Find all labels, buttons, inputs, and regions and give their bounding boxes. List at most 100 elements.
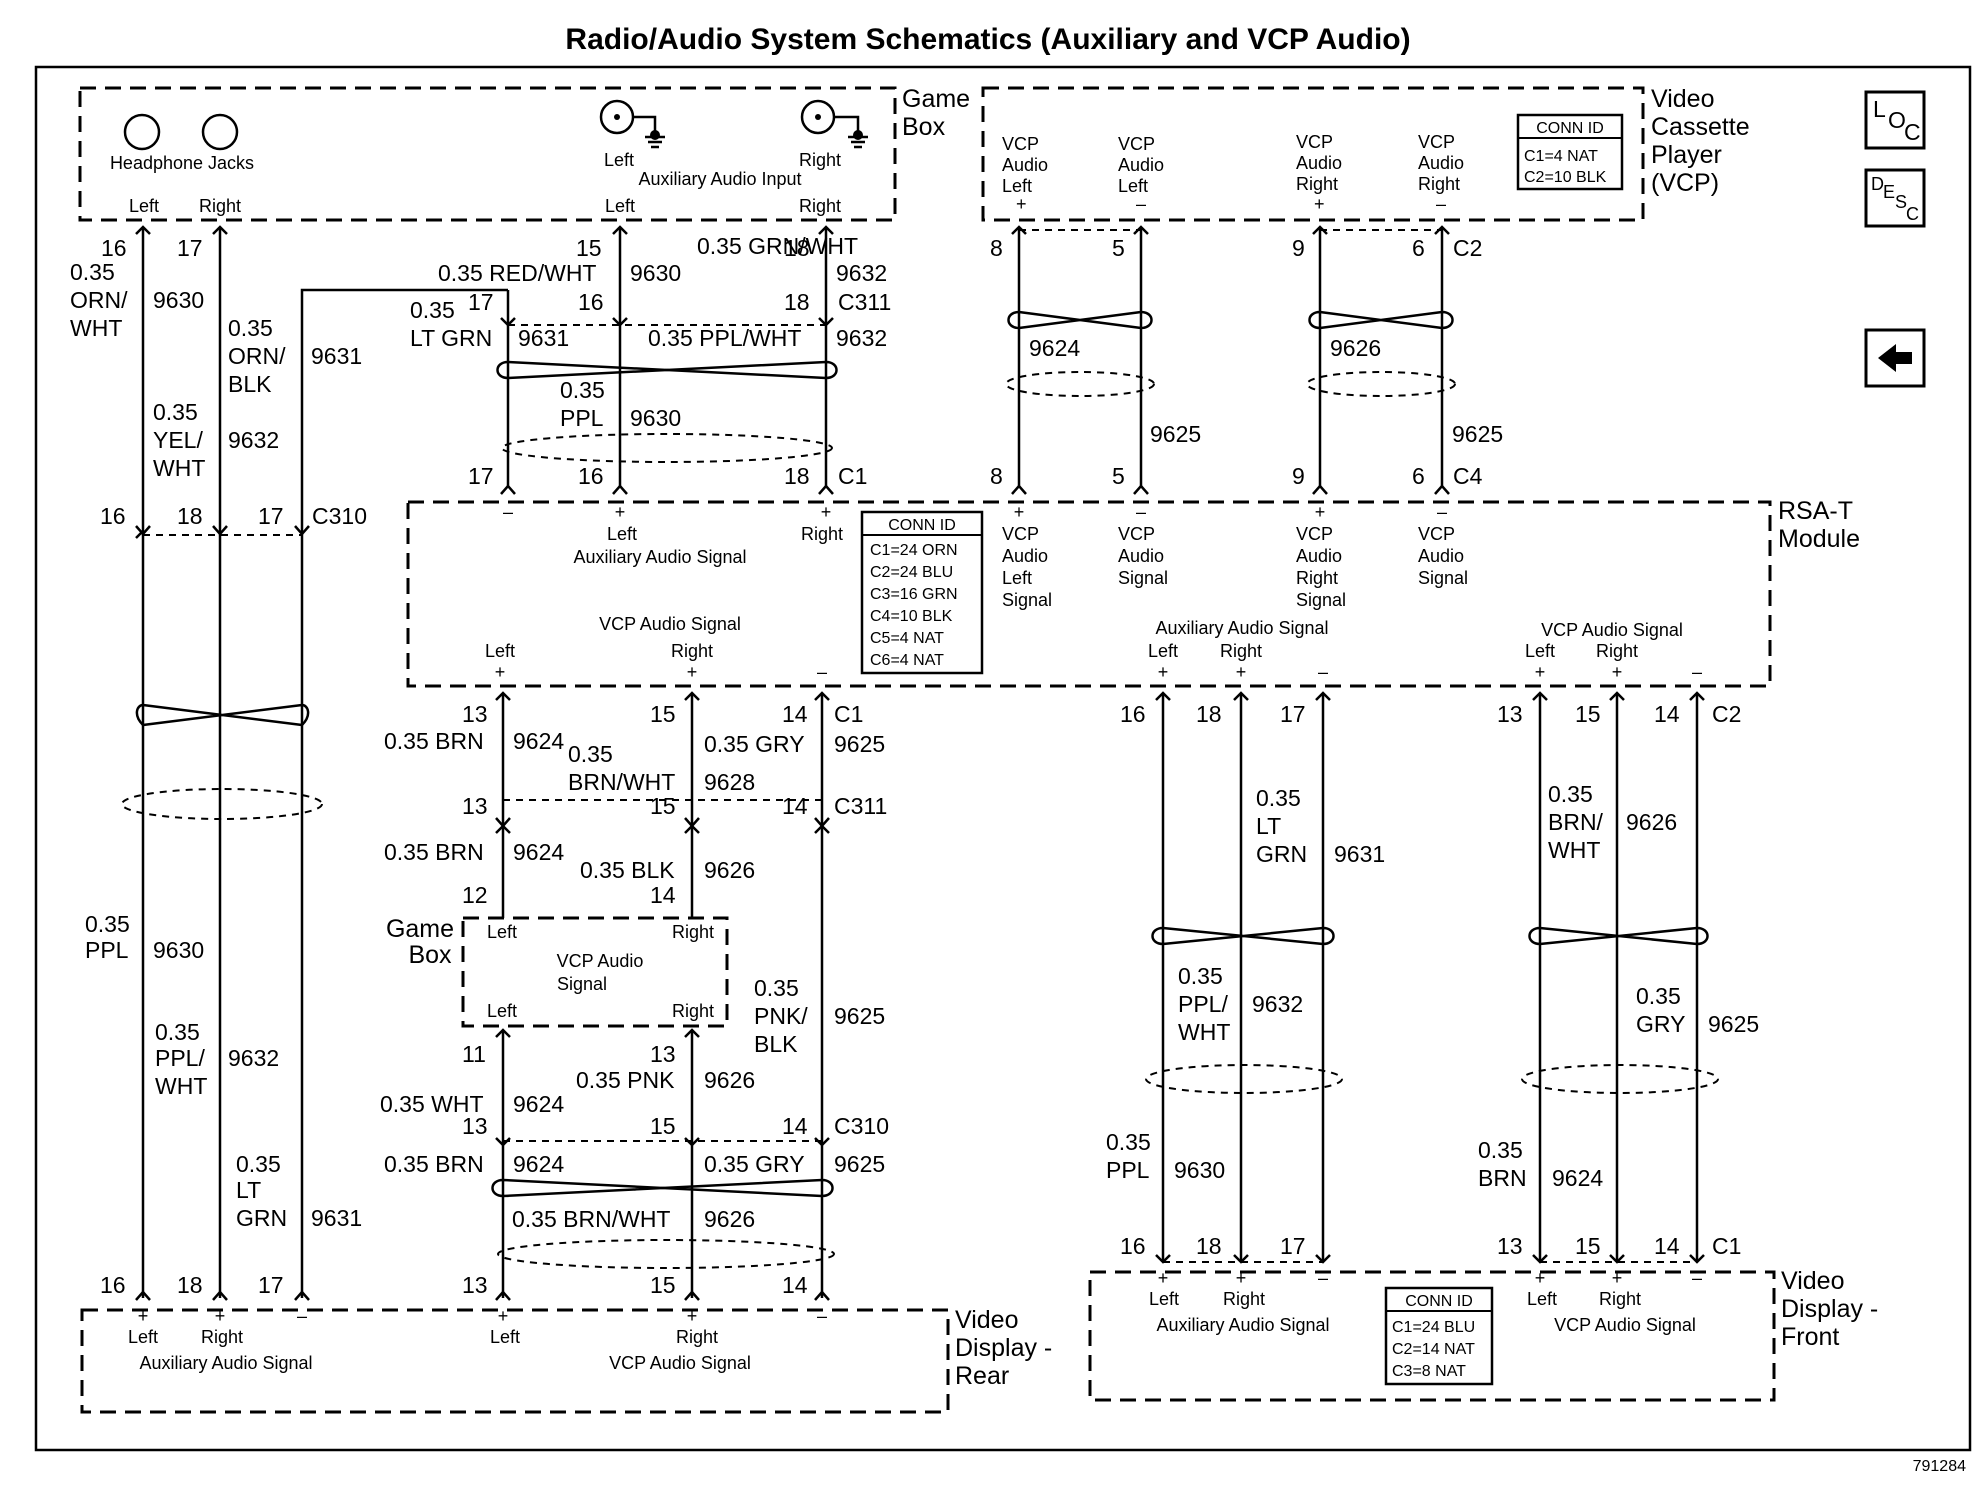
- svg-text:0.35: 0.35: [410, 297, 455, 323]
- svg-text:+: +: [1236, 1268, 1247, 1288]
- svg-text:13: 13: [650, 1041, 676, 1067]
- desc-button[interactable]: D E S C: [1864, 168, 1926, 228]
- svg-text:0.35 BRN: 0.35 BRN: [384, 1151, 484, 1177]
- svg-text:Right: Right: [1296, 174, 1338, 194]
- vcp-rsa-wires: [1005, 225, 1456, 495]
- svg-text:17: 17: [1280, 1233, 1306, 1259]
- svg-text:0.35: 0.35: [560, 377, 605, 403]
- svg-text:0.35: 0.35: [228, 315, 273, 341]
- aux-jack-right-icon: [800, 99, 868, 149]
- svg-text:Right: Right: [801, 524, 843, 544]
- svg-text:18: 18: [177, 503, 203, 529]
- svg-text:18: 18: [1196, 1233, 1222, 1259]
- svg-text:C1=4 NAT: C1=4 NAT: [1524, 148, 1598, 165]
- svg-text:WHT: WHT: [155, 1073, 207, 1099]
- rsa-conn-id: [860, 510, 984, 675]
- aux-input-wires: [496, 225, 838, 495]
- game-box-top: Headphone Jacks Left Right Auxiliary Aud…: [78, 85, 970, 222]
- svg-text:17: 17: [1280, 701, 1306, 727]
- svg-text:0.35 PPL/WHT: 0.35 PPL/WHT: [648, 325, 801, 351]
- wire-labels: 16 17 0.35 ORN/ WHT 9630 0.35 ORN/ BLK 9…: [70, 233, 1759, 1298]
- svg-text:VCP Audio Signal: VCP Audio Signal: [609, 1353, 751, 1373]
- svg-text:VCP Audio Signal: VCP Audio Signal: [1554, 1315, 1696, 1335]
- svg-text:16: 16: [578, 289, 604, 315]
- svg-text:VCP: VCP: [1118, 134, 1155, 154]
- svg-text:CONN ID: CONN ID: [888, 517, 956, 534]
- back-button[interactable]: [1864, 328, 1926, 388]
- svg-text:+: +: [1612, 662, 1623, 682]
- svg-text:C1=24 BLU: C1=24 BLU: [1392, 1319, 1475, 1336]
- svg-text:L: L: [1873, 96, 1886, 122]
- svg-text:ORN/: ORN/: [70, 287, 128, 313]
- game-box-mid-label: Game: [386, 915, 454, 943]
- svg-text:Left: Left: [1149, 1289, 1179, 1309]
- svg-text:–: –: [1318, 1268, 1328, 1288]
- svg-text:S: S: [1895, 192, 1907, 212]
- video-display-rear-label: Video: [955, 1306, 1019, 1334]
- svg-text:Auxiliary Audio Signal: Auxiliary Audio Signal: [1155, 618, 1328, 638]
- svg-text:Audio: Audio: [1296, 153, 1342, 173]
- svg-text:0.35 BRN/WHT: 0.35 BRN/WHT: [512, 1206, 670, 1232]
- svg-text:Left: Left: [1525, 641, 1555, 661]
- svg-text:C310: C310: [312, 503, 367, 529]
- svg-text:–: –: [1692, 1268, 1702, 1288]
- svg-text:Right: Right: [1223, 1289, 1265, 1309]
- svg-text:9632: 9632: [836, 325, 887, 351]
- svg-text:0.35: 0.35: [70, 259, 115, 285]
- svg-text:15: 15: [1575, 1233, 1601, 1259]
- svg-text:+: +: [1014, 502, 1025, 522]
- svg-text:Module: Module: [1778, 525, 1860, 553]
- svg-text:Audio: Audio: [1296, 546, 1342, 566]
- svg-text:LT GRN: LT GRN: [410, 325, 492, 351]
- svg-text:+: +: [615, 502, 626, 522]
- svg-text:9626: 9626: [1330, 335, 1381, 361]
- svg-text:C1: C1: [838, 463, 867, 489]
- svg-text:9626: 9626: [704, 1206, 755, 1232]
- svg-text:ORN/: ORN/: [228, 343, 286, 369]
- svg-text:C4=10 BLK: C4=10 BLK: [870, 608, 953, 625]
- aux-jack-left-icon: [599, 99, 665, 149]
- svg-text:C1: C1: [1712, 1233, 1741, 1259]
- svg-text:9630: 9630: [153, 937, 204, 963]
- vcp-label: Video: [1651, 85, 1715, 113]
- svg-text:Right: Right: [199, 196, 241, 216]
- svg-text:9631: 9631: [311, 1205, 362, 1231]
- svg-text:Left: Left: [490, 1327, 520, 1347]
- svg-text:9626: 9626: [704, 857, 755, 883]
- svg-text:9630: 9630: [1174, 1157, 1225, 1183]
- svg-text:9625: 9625: [1150, 421, 1201, 447]
- svg-text:VCP: VCP: [1296, 132, 1333, 152]
- svg-text:5: 5: [1112, 463, 1125, 489]
- svg-text:Display -: Display -: [1781, 1295, 1878, 1323]
- svg-text:15: 15: [650, 1272, 676, 1298]
- svg-text:0.35 BRN: 0.35 BRN: [384, 728, 484, 754]
- svg-text:Audio: Audio: [1118, 155, 1164, 175]
- svg-text:–: –: [1318, 662, 1328, 682]
- svg-text:0.35: 0.35: [1478, 1137, 1523, 1163]
- svg-text:0.35: 0.35: [568, 741, 613, 767]
- svg-text:C2=10 BLK: C2=10 BLK: [1524, 169, 1607, 186]
- svg-text:YEL/: YEL/: [153, 427, 203, 453]
- figure-id: 791284: [1913, 1458, 1966, 1475]
- svg-text:18: 18: [1196, 701, 1222, 727]
- svg-text:BLK: BLK: [754, 1031, 798, 1057]
- svg-text:15: 15: [650, 793, 676, 819]
- svg-text:C311: C311: [834, 793, 887, 819]
- svg-text:Right: Right: [1220, 641, 1262, 661]
- svg-text:0.35 RED/WHT: 0.35 RED/WHT: [438, 260, 596, 286]
- svg-text:VCP: VCP: [1002, 524, 1039, 544]
- loc-button[interactable]: L O C: [1864, 90, 1926, 150]
- svg-text:–: –: [1136, 194, 1146, 214]
- svg-text:C310: C310: [834, 1113, 889, 1139]
- svg-text:(VCP): (VCP): [1651, 169, 1719, 197]
- svg-text:PPL: PPL: [85, 937, 129, 963]
- svg-text:Auxiliary Audio Signal: Auxiliary Audio Signal: [573, 547, 746, 567]
- svg-text:+: +: [1535, 1268, 1546, 1288]
- svg-text:C2: C2: [1712, 701, 1741, 727]
- svg-text:VCP Audio Signal: VCP Audio Signal: [599, 614, 741, 634]
- svg-text:C2=24 BLU: C2=24 BLU: [870, 564, 953, 581]
- svg-text:9626: 9626: [1626, 809, 1677, 835]
- svg-text:Left: Left: [604, 150, 634, 170]
- headphone-jack-right-icon: [201, 113, 239, 151]
- svg-text:14: 14: [782, 793, 808, 819]
